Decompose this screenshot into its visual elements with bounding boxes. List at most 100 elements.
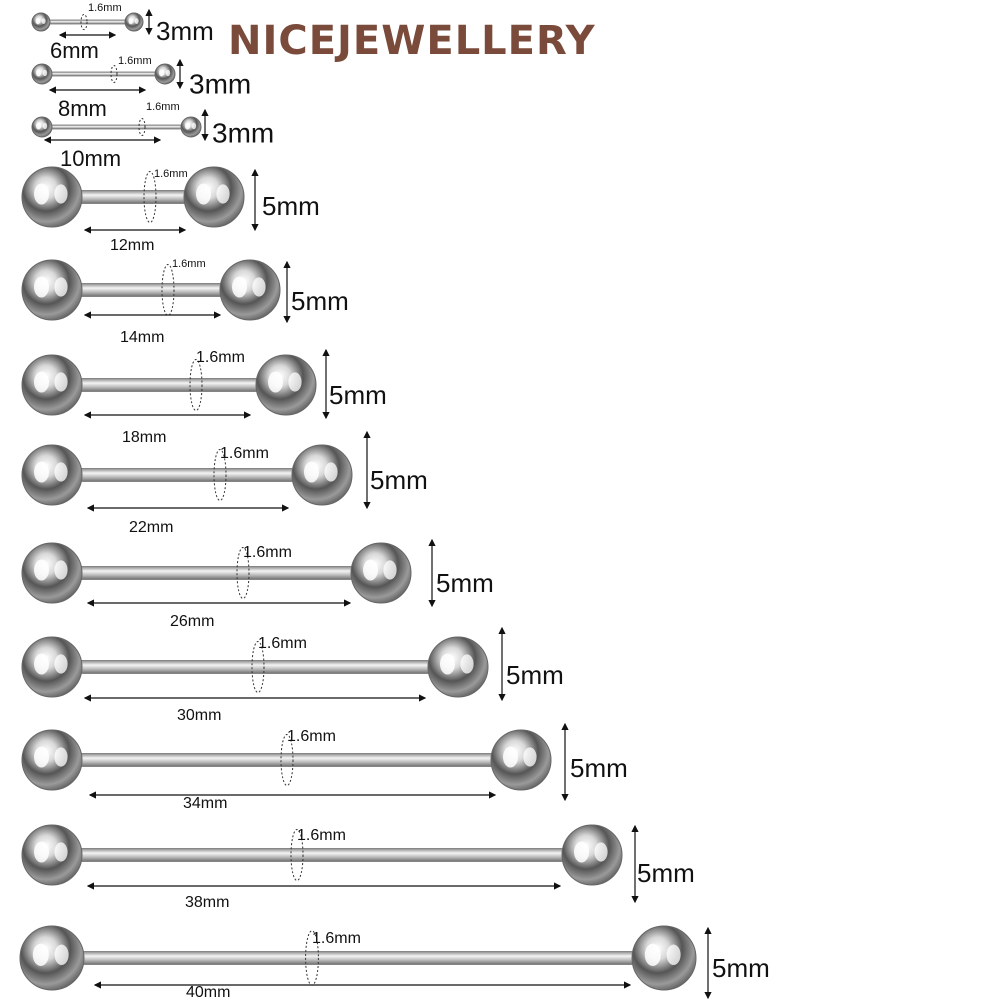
barbell-bar <box>51 848 593 862</box>
left-ball <box>31 116 53 138</box>
ball-highlight <box>440 653 455 675</box>
ball-highlight <box>268 371 283 393</box>
right-ball <box>124 12 144 32</box>
gauge-label: 1.6mm <box>220 445 269 462</box>
ball-highlight <box>594 842 608 862</box>
barbell-bar <box>41 71 166 77</box>
gauge-outline <box>290 829 304 881</box>
gauge-outline <box>213 449 227 501</box>
ball-size-label: 5mm <box>712 953 770 983</box>
gauge-label: 1.6mm <box>196 349 245 366</box>
length-label: 18mm <box>122 429 166 446</box>
barbell-bar <box>51 660 459 674</box>
ball-highlight <box>383 560 397 580</box>
length-label: 38mm <box>185 894 229 911</box>
gauge-label: 1.6mm <box>146 101 180 113</box>
gauge-outline <box>143 171 157 223</box>
ball-highlight <box>523 747 537 767</box>
left-ball <box>21 259 83 321</box>
right-ball <box>291 444 353 506</box>
gauge-outline <box>189 359 203 411</box>
ball-highlight <box>34 461 49 483</box>
length-label: 10mm <box>60 146 121 171</box>
ball-highlight <box>304 461 319 483</box>
ball-highlight <box>185 122 190 130</box>
ball-highlight <box>666 944 681 966</box>
ball-highlight <box>191 122 197 130</box>
gauge-outline <box>236 547 250 599</box>
ball-highlight <box>574 841 589 863</box>
right-ball <box>255 354 317 416</box>
length-label: 34mm <box>183 795 227 812</box>
barbell-bar <box>41 124 192 130</box>
ball-highlight <box>41 18 46 24</box>
ball-size-label: 3mm <box>156 16 214 46</box>
gauge-label: 1.6mm <box>243 544 292 561</box>
ball-highlight <box>460 654 474 674</box>
gauge-outline <box>280 734 294 786</box>
length-label: 30mm <box>177 707 221 724</box>
ball-highlight <box>363 559 378 581</box>
ball-size-label: 5mm <box>329 380 387 410</box>
right-ball <box>183 166 245 228</box>
ball-size-label: 3mm <box>212 117 274 148</box>
barbell-bar <box>51 753 522 767</box>
left-ball <box>21 729 83 791</box>
ball-highlight <box>54 184 68 204</box>
ball-highlight <box>54 842 68 862</box>
gauge-label: 1.6mm <box>312 930 361 947</box>
ball-highlight <box>42 69 48 77</box>
ball-highlight <box>288 372 302 392</box>
left-ball <box>21 636 83 698</box>
ball-highlight <box>324 462 338 482</box>
ball-highlight <box>159 69 164 77</box>
barbell-row: 1.6mm 5mm <box>19 925 770 1000</box>
barbell-row: 1.6mm 3mm <box>31 101 274 148</box>
left-ball <box>21 354 83 416</box>
gauge-label: 1.6mm <box>172 258 206 270</box>
length-label: 8mm <box>58 96 107 121</box>
right-ball <box>561 824 623 886</box>
left-ball <box>31 63 53 85</box>
gauge-label: 1.6mm <box>88 2 122 14</box>
ball-highlight <box>644 943 661 966</box>
left-ball <box>21 444 83 506</box>
ball-highlight <box>54 560 68 580</box>
left-ball <box>21 166 83 228</box>
gauge-label: 1.6mm <box>258 635 307 652</box>
barbell-row: 1.6mm 3mm <box>31 2 214 46</box>
gauge-label: 1.6mm <box>287 728 336 745</box>
gauge-label: 1.6mm <box>118 55 152 67</box>
ball-highlight <box>34 841 49 863</box>
ball-highlight <box>54 944 69 966</box>
right-ball <box>490 729 552 791</box>
ball-highlight <box>34 183 49 205</box>
right-ball <box>350 542 412 604</box>
length-label: 14mm <box>120 329 164 346</box>
brand-logo: NICEJEWELLERY <box>228 18 596 64</box>
barbell-row: 1.6mm 5mm <box>21 626 564 702</box>
length-label: 26mm <box>170 613 214 630</box>
ball-highlight <box>128 17 134 25</box>
gauge-outline <box>110 65 118 83</box>
ball-highlight <box>34 559 49 581</box>
barbell-bar <box>51 566 382 580</box>
barbell-bar <box>51 951 665 965</box>
barbell-bar <box>51 468 323 482</box>
ball-highlight <box>54 462 68 482</box>
ball-highlight <box>36 69 41 77</box>
right-ball <box>180 116 202 138</box>
right-ball <box>154 63 176 85</box>
left-ball <box>21 824 83 886</box>
ball-size-label: 5mm <box>637 858 695 888</box>
length-label: 6mm <box>50 38 99 63</box>
ball-highlight <box>54 372 68 392</box>
ball-highlight <box>54 747 68 767</box>
ball-size-label: 5mm <box>506 660 564 690</box>
ball-highlight <box>165 69 171 77</box>
ball-highlight <box>34 746 49 768</box>
